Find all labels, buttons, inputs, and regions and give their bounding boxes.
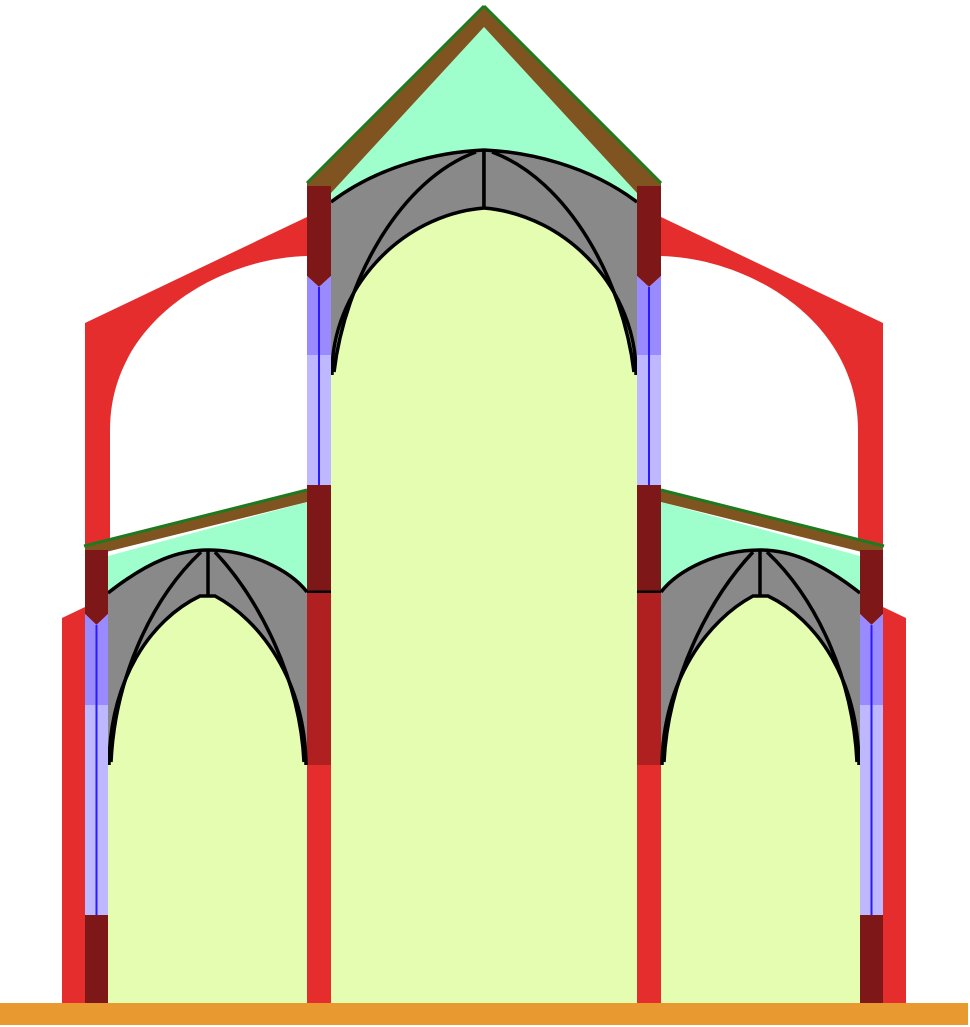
right-half bbox=[482, 4, 908, 1005]
left-half bbox=[60, 4, 486, 1005]
ground bbox=[0, 1003, 968, 1025]
